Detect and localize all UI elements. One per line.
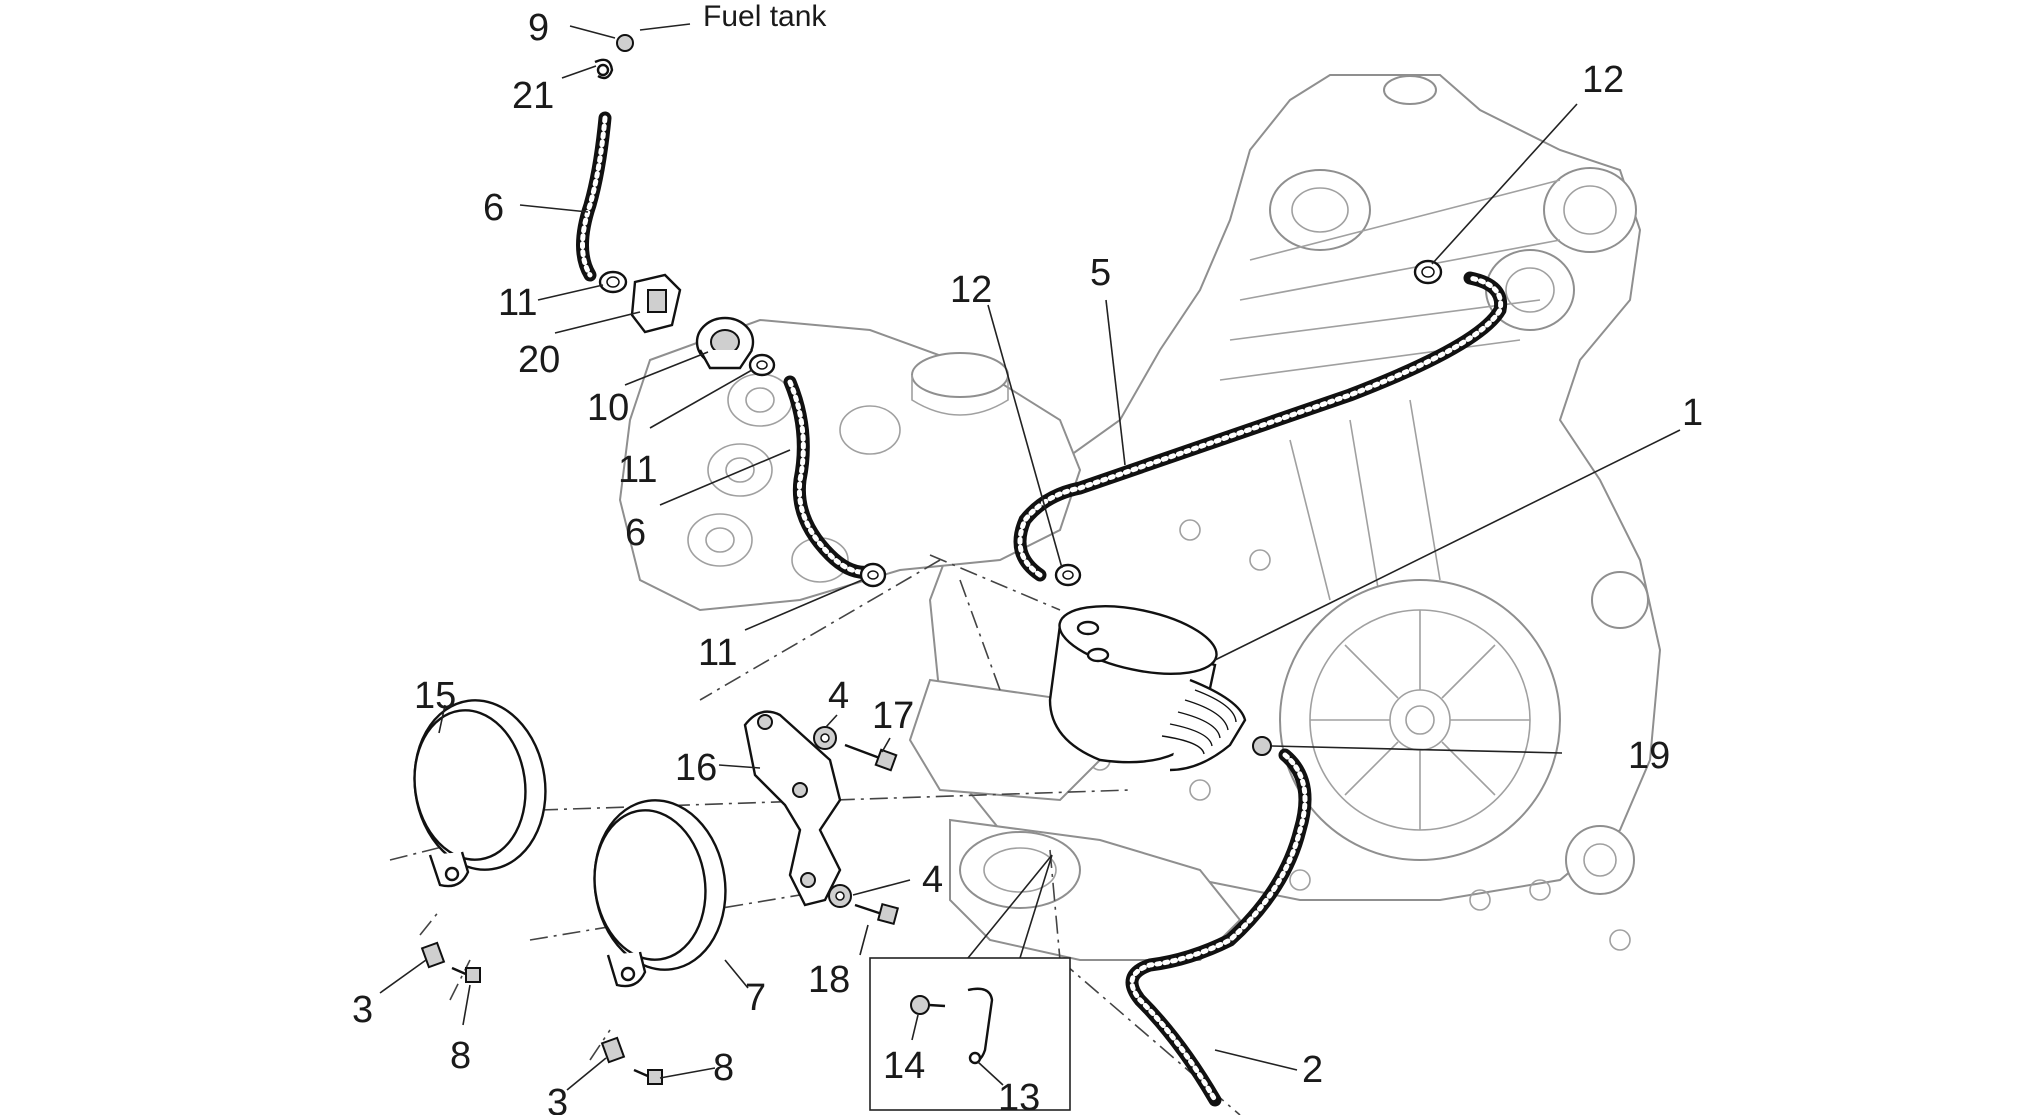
hoses xyxy=(576,111,1508,1107)
callout-17: 17 xyxy=(872,695,914,737)
callout-3: 3 xyxy=(352,989,373,1031)
callout-12: 12 xyxy=(1582,59,1624,101)
callout-12: 12 xyxy=(950,269,992,311)
clamp-7 xyxy=(593,799,727,988)
callout-11: 11 xyxy=(618,449,657,491)
small-hardware xyxy=(420,34,1272,1085)
callout-20: 20 xyxy=(518,339,560,381)
callout-7: 7 xyxy=(745,977,766,1019)
callout-4: 4 xyxy=(922,859,943,901)
callout-13: 13 xyxy=(998,1077,1040,1115)
callout-16: 16 xyxy=(675,747,717,789)
callout-15: 15 xyxy=(414,675,456,717)
leader-lines xyxy=(379,23,1681,1091)
hose-fittings xyxy=(598,259,1443,588)
callout-11: 11 xyxy=(498,282,537,324)
callout-1: 1 xyxy=(1682,392,1703,434)
callout-labels: Fuel tank 9 21 6 11 20 10 11 6 11 12 12 … xyxy=(352,0,1703,1115)
callout-21: 21 xyxy=(512,75,554,117)
callout-14: 14 xyxy=(883,1045,925,1087)
callout-8: 8 xyxy=(713,1047,734,1089)
callout-6: 6 xyxy=(625,512,646,554)
callout-10: 10 xyxy=(587,387,629,429)
clamp-15 xyxy=(413,699,547,888)
callout-6: 6 xyxy=(483,187,504,229)
label-fuel-tank: Fuel tank xyxy=(703,0,827,33)
callout-4: 4 xyxy=(828,675,849,717)
callout-8: 8 xyxy=(450,1035,471,1077)
detail-inset xyxy=(869,854,1071,1111)
callout-2: 2 xyxy=(1302,1049,1323,1091)
callout-3: 3 xyxy=(547,1082,568,1115)
callout-5: 5 xyxy=(1090,252,1111,294)
bracket-16 xyxy=(743,710,842,907)
fuel-filter xyxy=(1048,605,1247,772)
callout-19: 19 xyxy=(1628,735,1670,777)
callout-9: 9 xyxy=(528,7,549,49)
callout-11: 11 xyxy=(698,632,737,674)
callout-18: 18 xyxy=(808,959,850,1001)
